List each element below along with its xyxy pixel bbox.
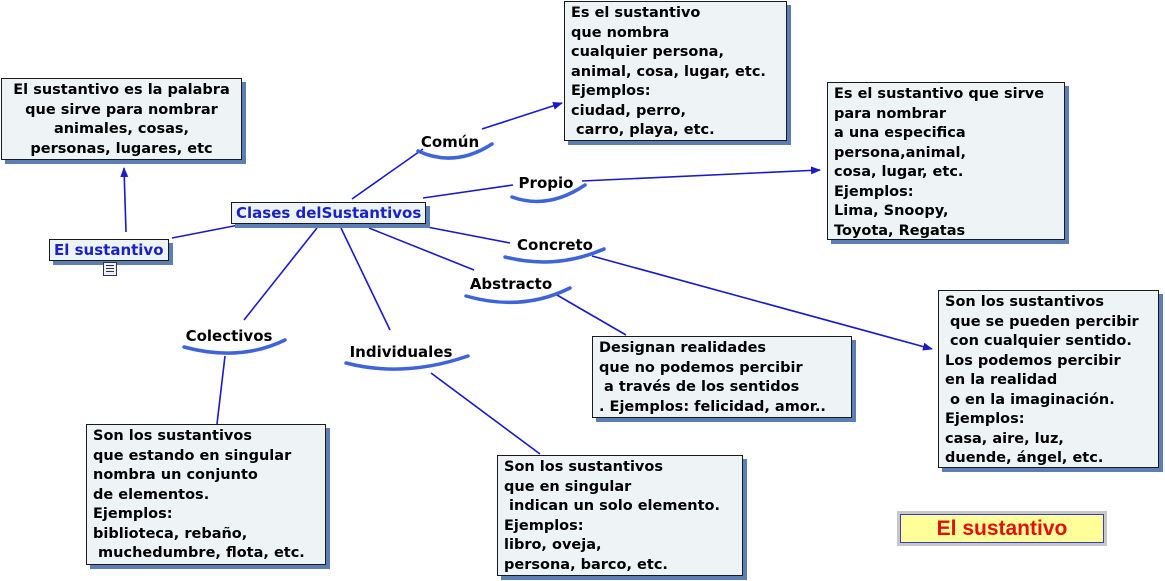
link-concreto-desc xyxy=(591,255,933,351)
link-hub-propio xyxy=(422,184,514,199)
branch-abstracto[interactable]: Abstracto xyxy=(469,275,553,293)
title-banner: El sustantivo xyxy=(897,511,1107,546)
link-hub-colectivos xyxy=(243,227,318,321)
link-individuales-desc xyxy=(430,372,541,455)
branch-colectivos[interactable]: Colectivos xyxy=(185,327,273,345)
link-propio-desc xyxy=(581,166,821,182)
branch-propio[interactable]: Propio xyxy=(518,174,574,192)
desc-abstracto: Designan realidades que no podemos perci… xyxy=(592,336,852,418)
desc-propio: Es el sustantivo que sirve para nombrar … xyxy=(827,82,1065,240)
link-hub-concreto xyxy=(421,225,511,244)
link-abstracto-desc xyxy=(556,294,627,336)
link-hub-abstracto xyxy=(368,227,475,271)
link-comun-desc xyxy=(481,101,563,130)
desc-comun: Es el sustantivo que nombra cualquier pe… xyxy=(564,1,787,141)
desc-individuales: Son los sustantivos que en singular indi… xyxy=(497,455,743,576)
desc-concreto: Son los sustantivos que se pueden percib… xyxy=(938,290,1159,468)
link-hub-individuales xyxy=(340,227,391,331)
arc-concreto xyxy=(503,247,606,264)
link-hub-comun xyxy=(351,148,424,200)
arc-individuales xyxy=(344,354,470,371)
branch-concreto[interactable]: Concreto xyxy=(517,236,593,254)
title-text: El sustantivo xyxy=(900,514,1104,543)
arc-propio xyxy=(510,183,587,204)
branch-individuales[interactable]: Individuales xyxy=(349,343,453,361)
link-root-definition xyxy=(120,167,129,233)
desc-colectivos: Son los sustantivos que estando en singu… xyxy=(86,424,326,565)
arc-abstracto xyxy=(464,286,572,305)
document-icon[interactable] xyxy=(103,262,117,276)
arc-comun xyxy=(416,142,494,160)
root-node[interactable]: El sustantivo xyxy=(49,239,169,261)
definition-box: El sustantivo es la palabra que sirve pa… xyxy=(1,78,242,160)
hub-node[interactable]: Clases delSustantivos xyxy=(231,202,427,224)
link-colectivos-desc xyxy=(216,355,226,425)
link-root-hub xyxy=(171,223,245,239)
arc-colectivos xyxy=(182,338,287,355)
branch-comun[interactable]: Común xyxy=(420,133,480,151)
